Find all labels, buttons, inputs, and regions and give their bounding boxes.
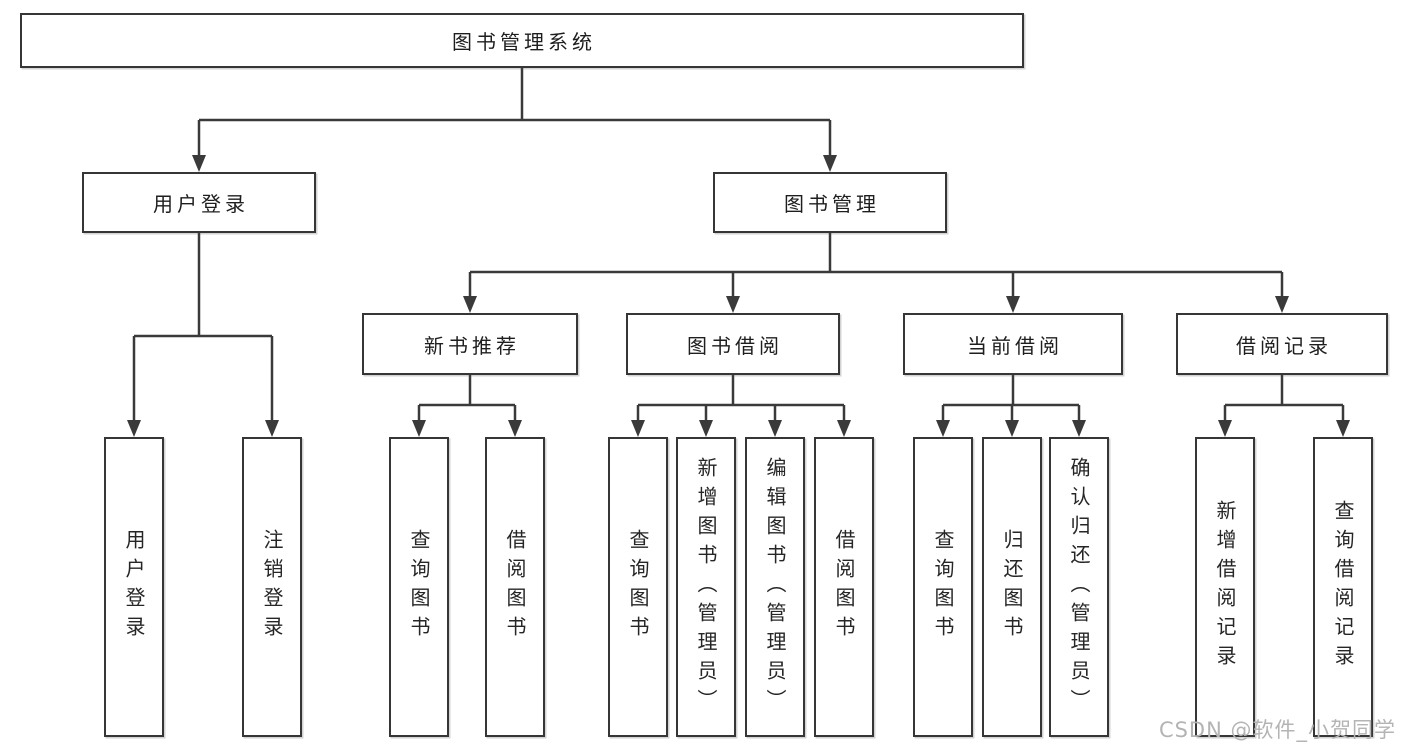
- leaf-query-books-current: 查询图书: [913, 437, 973, 737]
- leaf-add-book-admin: 新增图书（管理员）: [676, 437, 736, 737]
- leaf-user-login: 用户登录: [104, 437, 164, 737]
- node-root: 图书管理系统: [20, 13, 1024, 68]
- leaf-return-book: 归还图书: [982, 437, 1042, 737]
- leaf-query-books-borrow: 查询图书: [608, 437, 668, 737]
- leaf-confirm-return-admin: 确认归还（管理员）: [1049, 437, 1109, 737]
- node-book-management: 图书管理: [713, 172, 947, 233]
- leaf-edit-book-admin: 编辑图书（管理员）: [745, 437, 805, 737]
- node-label: 新增图书（管理员）: [694, 456, 718, 718]
- node-label: 借阅记录: [1236, 333, 1332, 358]
- leaf-query-borrow-record: 查询借阅记录: [1313, 437, 1373, 737]
- csdn-watermark: CSDN @软件_小贺同学: [1158, 718, 1396, 742]
- leaf-borrow-books-recommend: 借阅图书: [485, 437, 545, 737]
- node-label: 图书管理系统: [452, 30, 596, 54]
- node-borrow-records: 借阅记录: [1176, 313, 1388, 375]
- node-label: 查询借阅记录: [1331, 500, 1355, 674]
- node-label: 编辑图书（管理员）: [763, 456, 787, 718]
- node-label: 查询图书: [407, 529, 431, 645]
- node-label: 新增借阅记录: [1213, 500, 1237, 674]
- node-label: 归还图书: [1000, 529, 1024, 645]
- node-label: 新书推荐: [424, 333, 520, 358]
- node-current-borrow: 当前借阅: [903, 313, 1123, 375]
- leaf-query-books-recommend: 查询图书: [389, 437, 449, 737]
- node-label: 当前借阅: [967, 333, 1063, 358]
- node-new-book-recommend: 新书推荐: [362, 313, 578, 375]
- leaf-add-borrow-record: 新增借阅记录: [1195, 437, 1255, 737]
- node-label: 图书借阅: [687, 333, 783, 358]
- node-label: 借阅图书: [503, 529, 527, 645]
- node-label: 确认归还（管理员）: [1067, 456, 1091, 718]
- node-label: 查询图书: [931, 529, 955, 645]
- node-label: 用户登录: [153, 192, 249, 216]
- node-label: 查询图书: [626, 529, 650, 645]
- node-label: 注销登录: [260, 529, 284, 645]
- leaf-logout: 注销登录: [242, 437, 302, 737]
- node-book-borrow: 图书借阅: [626, 313, 840, 375]
- node-user-login: 用户登录: [82, 172, 316, 233]
- node-label: 图书管理: [784, 192, 880, 216]
- node-label: 借阅图书: [832, 529, 856, 645]
- node-label: 用户登录: [122, 529, 146, 645]
- leaf-borrow-books: 借阅图书: [814, 437, 874, 737]
